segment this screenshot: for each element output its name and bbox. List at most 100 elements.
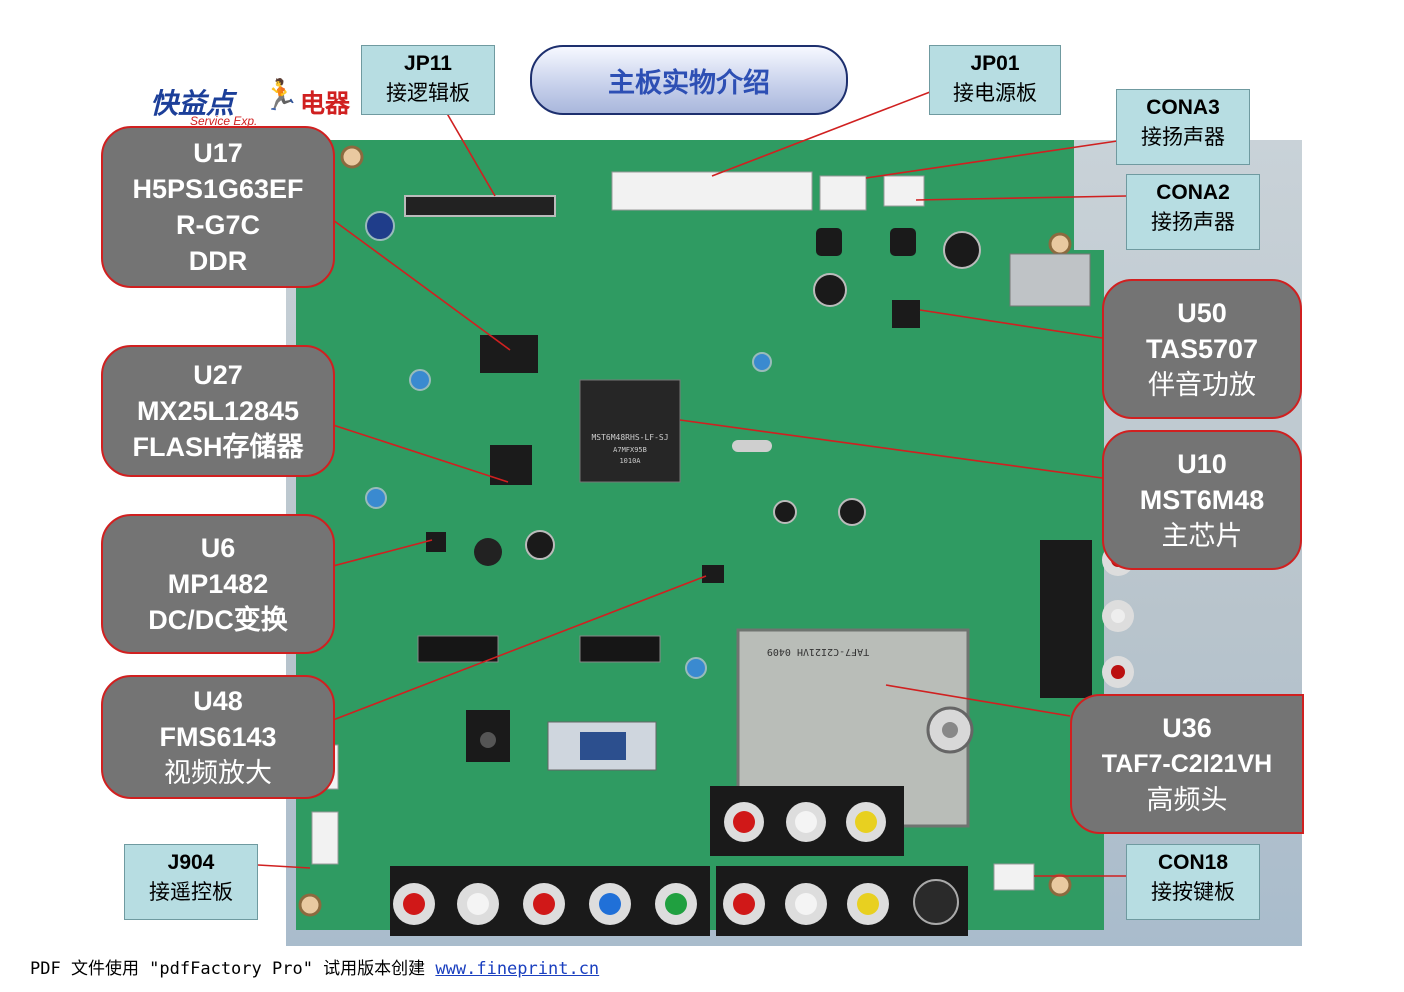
leader-cona2 xyxy=(915,195,1127,201)
leader-u10 xyxy=(679,419,1103,479)
leader-u27 xyxy=(332,424,509,483)
leader-jp01 xyxy=(711,91,931,177)
callout-u6-line1: MP1482 xyxy=(167,569,269,599)
svideo-port xyxy=(913,879,959,925)
vga-port xyxy=(547,721,657,771)
leader-j904 xyxy=(257,864,311,869)
callout-u6-ref: U6 xyxy=(200,533,236,563)
capacitor xyxy=(525,530,555,560)
callout-u27: U27 MX25L12845 FLASH存储器 xyxy=(101,345,335,477)
hdmi-port xyxy=(417,635,499,663)
main-chip xyxy=(579,379,681,483)
callout-u6-line2: DC/DC变换 xyxy=(148,605,288,635)
callout-u17-ref: U17 xyxy=(193,138,243,168)
inductor xyxy=(816,228,842,256)
callout-u6: U6 MP1482 DC/DC变换 xyxy=(101,514,335,654)
mounting-hole xyxy=(298,893,322,917)
callout-u48: U48 FMS6143 视频放大 xyxy=(101,675,335,799)
dcdc-chip xyxy=(426,532,446,552)
leader-u17 xyxy=(332,219,511,351)
jp11-connector xyxy=(404,195,556,217)
ddr-chip xyxy=(480,335,538,373)
callout-u50: U50 TAS5707 伴音功放 xyxy=(1102,279,1302,419)
label-j904-desc: 接遥控板 xyxy=(149,881,233,904)
label-jp11-code: JP11 xyxy=(404,52,452,75)
inductor xyxy=(890,228,916,256)
label-jp01-code: JP01 xyxy=(970,52,1020,75)
logo-brand: 快益点 xyxy=(150,87,235,120)
callout-u48-line2: 视频放大 xyxy=(164,758,272,788)
label-con18: CON18 接按键板 xyxy=(1126,844,1260,920)
callout-u10-line2: 主芯片 xyxy=(1161,521,1243,551)
tuner-marking: TAF7-C2I21VH 0409 xyxy=(767,646,869,657)
label-j904: J904 接遥控板 xyxy=(124,844,258,920)
callout-u36-ref: U36 xyxy=(1162,713,1212,743)
callout-u27-line2: FLASH存储器 xyxy=(132,432,304,462)
label-cona2-code: CONA2 xyxy=(1156,181,1230,204)
leader-lines xyxy=(257,91,1128,877)
label-cona3-desc: 接扬声器 xyxy=(1141,126,1225,149)
capacitor xyxy=(685,657,707,679)
leader-u36 xyxy=(885,684,1071,717)
side-av-jacks xyxy=(1040,540,1092,698)
footer-link[interactable]: www.fineprint.cn xyxy=(435,959,600,979)
crystal xyxy=(732,440,772,452)
label-cona3: CONA3 接扬声器 xyxy=(1116,89,1250,165)
label-cona3-code: CONA3 xyxy=(1146,96,1220,119)
page-title: 主板实物介绍 xyxy=(530,45,848,115)
capacitor xyxy=(773,500,797,524)
label-cona2: CONA2 接扬声器 xyxy=(1126,174,1260,250)
leader-jp11 xyxy=(444,109,496,197)
callout-u27-line1: MX25L12845 xyxy=(136,396,300,426)
jp01-connector xyxy=(611,171,813,211)
label-j904-code: J904 xyxy=(167,851,215,874)
callout-u27-ref: U27 xyxy=(193,360,243,390)
label-cona2-desc: 接扬声器 xyxy=(1151,211,1235,234)
cona3-connector xyxy=(819,175,867,211)
callout-u50-line2: 伴音功放 xyxy=(1148,370,1256,400)
capacitor xyxy=(752,352,772,372)
label-jp01: JP01 接电源板 xyxy=(929,45,1061,115)
tuner-antenna-core xyxy=(942,722,958,738)
callout-u17-line2: R-G7C xyxy=(175,210,260,240)
callout-u10-line1: MST6M48 xyxy=(1139,485,1265,515)
callout-u17: U17 H5PS1G63EF R-G7C DDR xyxy=(101,126,335,288)
callout-u36-line2: 高频头 xyxy=(1146,785,1228,815)
callout-u50-ref: U50 xyxy=(1177,298,1227,328)
callout-u10-ref: U10 xyxy=(1177,449,1227,479)
callout-u17-line1: H5PS1G63EF xyxy=(132,174,304,204)
label-con18-code: CON18 xyxy=(1157,851,1229,874)
footer-prefix: PDF 文件使用 "pdfFactory Pro" 试用版本创建 xyxy=(30,959,436,979)
mounting-hole xyxy=(340,145,364,169)
cona2-connector xyxy=(883,175,925,207)
j904-connector-2 xyxy=(311,811,339,865)
logo-product: 电器 xyxy=(300,89,351,118)
capacitor xyxy=(365,487,387,509)
callout-u10: U10 MST6M48 主芯片 xyxy=(1102,430,1302,570)
brand-logo: 快益点 🏃 Service Exp. 电器 xyxy=(150,78,435,130)
callout-u48-ref: U48 xyxy=(193,686,243,716)
con18-connector xyxy=(993,863,1035,891)
main-chip-sub: A7MFX95B xyxy=(613,446,647,454)
hdmi-port xyxy=(579,635,661,663)
runner-icon: 🏃 xyxy=(262,78,300,113)
callout-u36-line1: TAF7-C2I21VH xyxy=(1101,750,1273,778)
callout-u50-line1: TAS5707 xyxy=(1145,334,1259,364)
main-chip-marking: MST6M48RHS-LF-SJ xyxy=(591,433,668,442)
main-chip-lot: 1010A xyxy=(619,457,641,465)
logo-sub: Service Exp. xyxy=(190,114,258,128)
leader-u50 xyxy=(919,309,1103,339)
leader-cona3 xyxy=(865,139,1125,179)
callout-u36: U36 TAF7-C2I21VH 高频头 xyxy=(1070,694,1304,834)
mounting-hole xyxy=(1048,232,1072,256)
label-jp01-desc: 接电源板 xyxy=(953,82,1037,105)
leader-u6 xyxy=(332,539,433,567)
callout-u48-line1: FMS6143 xyxy=(159,722,277,752)
capacitor xyxy=(365,211,395,241)
video-amp-chip xyxy=(702,565,724,583)
label-jp11: JP11 接逻辑板 xyxy=(361,45,495,115)
label-con18-desc: 接按键板 xyxy=(1151,881,1235,904)
vga-port-inner xyxy=(580,732,626,760)
label-jp11-desc: 接逻辑板 xyxy=(386,82,470,105)
